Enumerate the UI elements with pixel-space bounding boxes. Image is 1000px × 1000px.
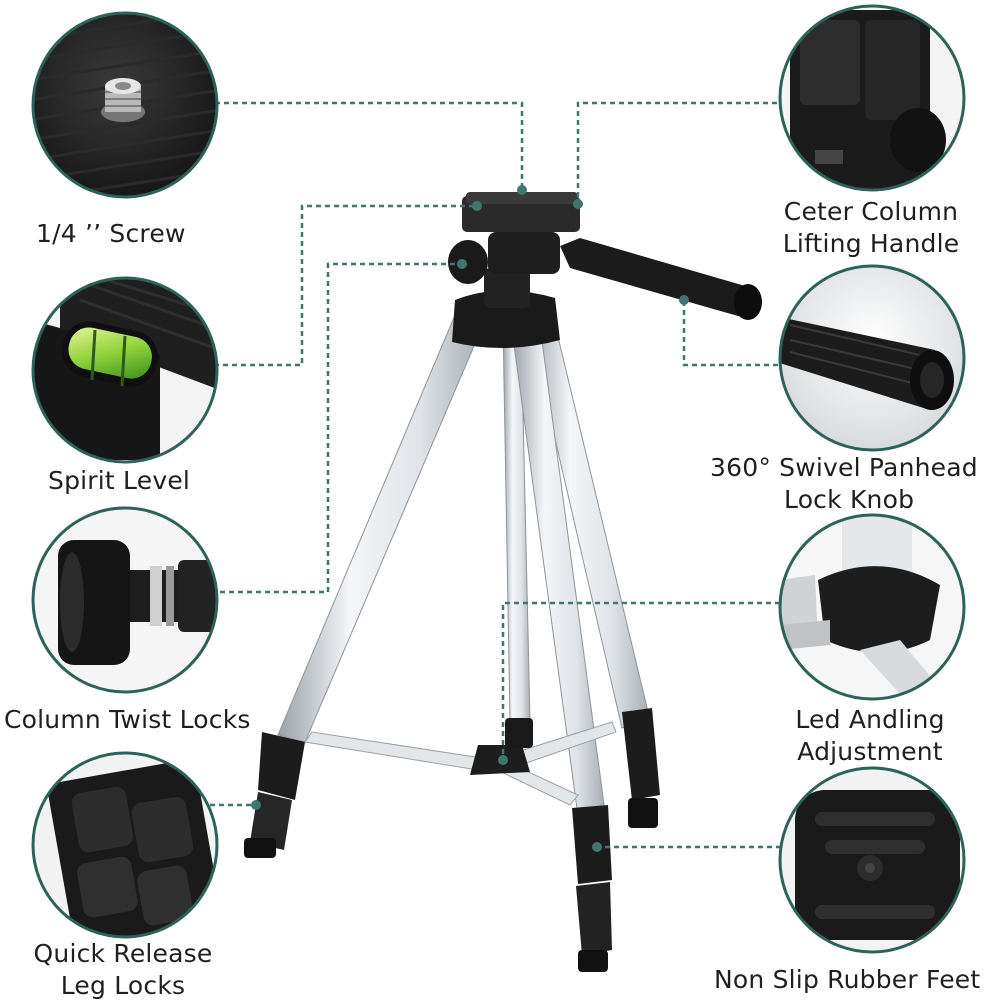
tripod — [244, 192, 762, 972]
label-quick-release-line1: Quick Release — [33, 939, 213, 968]
connector-dots — [251, 185, 689, 852]
label-led-line2: Adjustment — [797, 737, 943, 766]
label-lifting-line1: Ceter Column — [783, 197, 959, 226]
connector-swivel — [682, 302, 778, 367]
panhead-knob-detail — [778, 264, 966, 452]
connector-lifting — [576, 101, 786, 202]
label-swivel-line2: Lock Knob — [784, 485, 915, 514]
connector-spirit-level — [214, 204, 475, 367]
screw-detail — [31, 11, 219, 199]
twist-lock-detail — [31, 506, 219, 694]
spirit-level-detail — [31, 276, 219, 464]
label-led-line1: Led Andling — [795, 705, 945, 734]
label-led-adjustment: Led Andling Adjustment — [772, 704, 968, 768]
angle-adjust-detail — [778, 513, 966, 701]
connector-led — [501, 601, 780, 758]
connector-twist-lock — [220, 262, 460, 594]
label-swivel-panhead: 360° Swivel Panhead Lock Knob — [710, 452, 978, 516]
label-quick-release-line2: Leg Locks — [60, 971, 186, 1000]
label-swivel-line1: 360° Swivel Panhead — [710, 453, 978, 482]
connector-screw — [215, 101, 524, 188]
label-screw: 1/4 ’’ Screw — [36, 219, 186, 248]
leg-lock-detail — [31, 751, 219, 939]
label-quick-release: Quick Release Leg Locks — [8, 938, 238, 1000]
label-lifting-handle: Ceter Column Lifting Handle — [760, 196, 982, 260]
connector-lines — [210, 101, 790, 849]
label-column-twist-locks: Column Twist Locks — [4, 705, 251, 734]
label-lifting-line2: Lifting Handle — [782, 229, 960, 258]
lifting-handle-detail — [778, 4, 966, 192]
label-spirit-level: Spirit Level — [48, 466, 191, 495]
rubber-foot-detail — [778, 766, 966, 954]
label-rubber-feet: Non Slip Rubber Feet — [714, 965, 981, 994]
